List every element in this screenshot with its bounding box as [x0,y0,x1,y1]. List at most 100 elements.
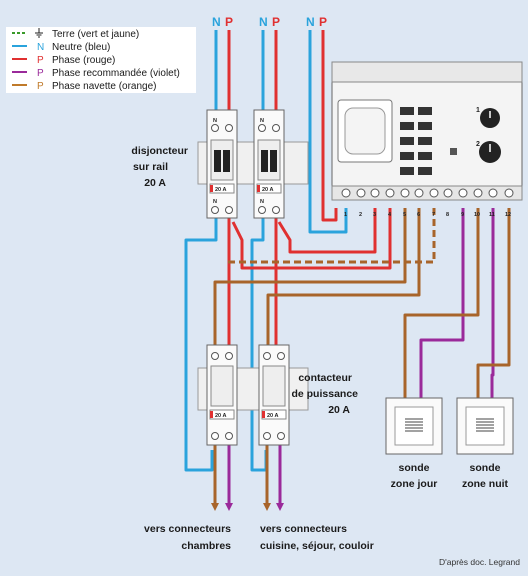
svg-text:3: 3 [373,212,376,218]
wire-thermostat-phase [321,30,338,222]
svg-text:N: N [213,199,217,205]
legend-letter-orange: P [37,81,44,92]
probe-zone-nuit: sonde zone nuit [456,397,514,490]
top-terminal-letters: N P N P N P [212,15,327,29]
earth-icon [35,28,43,38]
programmer-button [418,137,432,145]
top-letter-p2: P [272,15,280,29]
wire-coil-1 [213,208,407,345]
contactor-label-line3: 20 A [328,404,350,416]
breaker-label-line1: disjoncteur [131,145,188,157]
contactor-1-rating: 20 A [215,413,226,419]
programmer-button [400,137,414,145]
screw-icon [211,206,219,214]
programmer-button [418,107,432,115]
toggle-lever-icon [261,150,268,172]
terminal-block [331,185,523,201]
toggle-lever-icon [223,150,230,172]
probe-nuit-line2: zone nuit [462,478,509,490]
svg-text:9: 9 [461,212,464,218]
screw-icon [211,432,219,440]
legend-label-violet: Phase recommandée (violet) [52,68,180,79]
programmer-button [418,122,432,130]
probe-jour-line1: sonde [399,462,430,474]
top-letter-n3: N [306,15,315,29]
contactor-1: 20 A [206,344,238,446]
screw-icon [211,352,219,360]
output-chambres-line1: vers connecteurs [144,523,231,535]
dial-1-number: 1 [476,107,480,114]
contactor-2: 20 A [258,344,290,446]
probe-grille-icon [405,418,423,432]
wire-probe-jour-a [419,208,465,398]
svg-text:10: 10 [474,212,480,218]
svg-text:12: 12 [505,212,511,218]
programmer-button [418,152,432,160]
legend-label-neutral: Neutre (bleu) [52,42,110,53]
arrow-down-icon [276,503,284,511]
probe-grille-icon [476,418,494,432]
breaker-1-rating: 20 A [215,187,226,193]
legend-box [6,27,196,93]
screw-icon [263,352,271,360]
svg-text:6: 6 [417,212,420,218]
wire-probe-nuit-b [476,208,511,398]
contactor-label-line1: contacteur [298,372,352,384]
svg-text:7: 7 [432,212,435,218]
screw-icon [277,432,285,440]
wire-coil-2 [266,208,421,345]
wire-coil-3 [225,208,436,264]
svg-text:4: 4 [388,212,392,218]
legend-label-phase: Phase (rouge) [52,55,115,66]
wire-phase-to-terminal-4 [277,208,377,254]
breaker-label-line3: 20 A [144,177,166,189]
svg-text:N: N [260,118,264,124]
output-sejour-line2: cuisine, séjour, couloir [260,540,374,552]
top-letter-p3: P [319,15,327,29]
screw-icon [225,124,233,132]
svg-text:N: N [213,118,217,124]
legend-label-earth: Terre (vert et jaune) [52,29,139,40]
screw-icon [272,206,280,214]
breaker-2: N 20 A N [253,109,285,219]
arrow-down-icon [211,503,219,511]
wires [184,30,511,505]
svg-text:N: N [260,199,264,205]
svg-text:8: 8 [446,212,449,218]
svg-text:5: 5 [403,212,406,218]
programmer-buttons [400,107,432,175]
screw-icon [225,352,233,360]
terminal-numbers: 1 2 3 4 5 6 7 8 9 10 11 12 [344,212,511,218]
output-arrows [211,503,284,511]
programmer-button [418,167,432,175]
programmer-button [400,152,414,160]
toggle-lever-icon [214,150,221,172]
screw-icon [272,124,280,132]
output-chambres-line2: chambres [181,540,231,552]
screw-icon [211,124,219,132]
legend-label-orange: Phase navette (orange) [52,81,157,92]
terminal-screws [341,188,514,198]
output-sejour-line1: vers connecteurs [260,523,347,535]
svg-text:2: 2 [359,212,362,218]
screw-icon [277,352,285,360]
probe-jour-line2: zone jour [391,478,438,490]
screw-icon [225,432,233,440]
indicator-light [450,148,457,155]
svg-text:11: 11 [489,212,495,218]
svg-text:1: 1 [344,212,347,218]
arrow-down-icon [225,503,233,511]
legend: Terre (vert et jaune) N Neutre (bleu) P … [6,27,196,93]
probe-zone-jour: sonde zone jour [385,397,443,490]
programmer-unit: 1 2 1 2 3 4 5 6 7 8 9 10 [331,61,523,218]
top-letter-p1: P [225,15,233,29]
dial-2-number: 2 [476,141,480,148]
contactor-2-rating: 20 A [267,413,278,419]
wire-probe-nuit-a [490,208,495,398]
wire-thermostat-neutral [308,30,348,234]
toggle-lever-icon [270,150,277,172]
legend-letter-violet: P [37,68,44,79]
screw-icon [263,432,271,440]
